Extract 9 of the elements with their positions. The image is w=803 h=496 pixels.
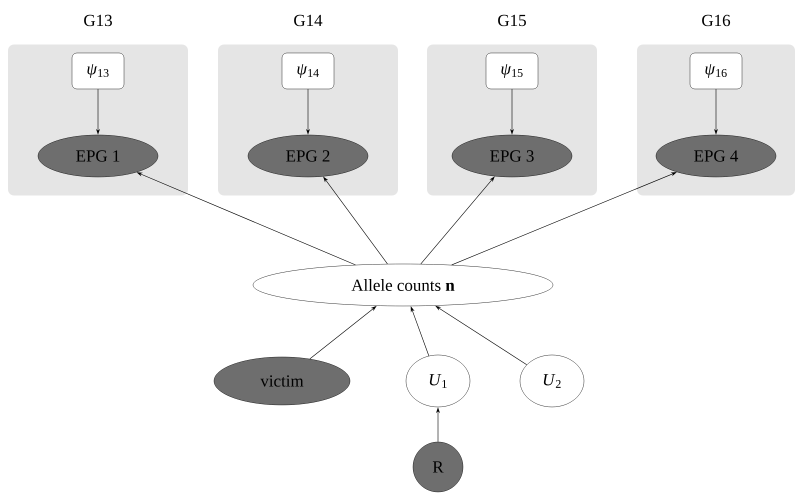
node-label: G13 bbox=[84, 14, 112, 26]
node-label: G14 bbox=[294, 14, 322, 26]
node-label: G15 bbox=[498, 14, 526, 26]
parameter-box: ψ$_{13}$ bbox=[72, 52, 124, 90]
arrow bbox=[323, 176, 388, 264]
parameter-box: ψ$_{16}$ bbox=[690, 52, 742, 90]
node-label: G16 bbox=[702, 14, 730, 26]
parameter-box: ψ$_{15}$ bbox=[486, 52, 538, 90]
parameter-box: ψ$_{14}$ bbox=[282, 52, 334, 90]
